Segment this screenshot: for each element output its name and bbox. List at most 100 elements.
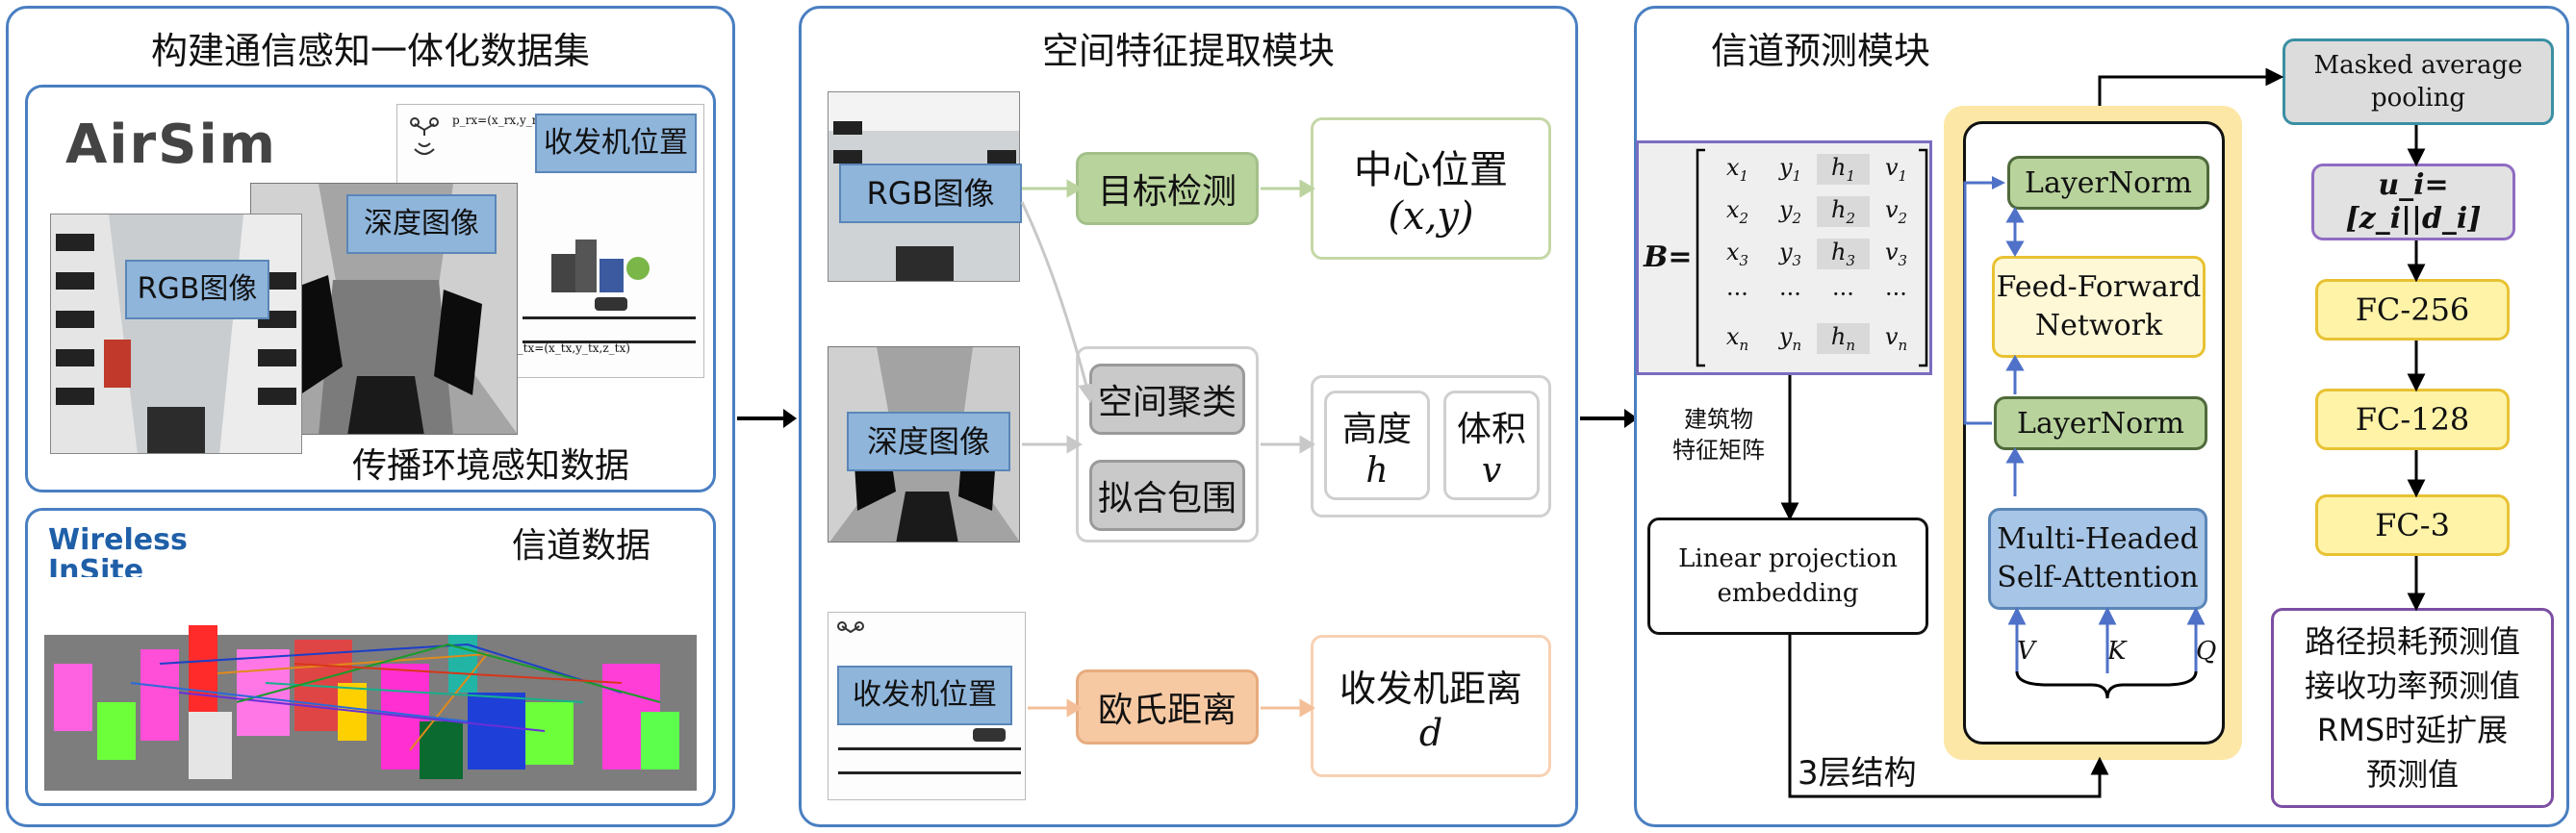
- depth-image-tag-panel2: 深度图像: [847, 412, 1010, 471]
- output-line2: 接收功率预测值: [2304, 668, 2520, 704]
- txrx-image2-drawing: [837, 621, 1021, 774]
- euclidean-distance-label: 欧氏距离: [1097, 691, 1237, 730]
- masked-pooling-box: Masked average pooling: [2283, 38, 2554, 125]
- wireless-logo-text: Wireless: [48, 523, 188, 557]
- self-attention-box: Multi-Headed Self-Attention: [1988, 508, 2207, 610]
- feature-flow-arrows: [1020, 179, 1315, 718]
- feature-matrix-caption: 建筑物 特征矩阵: [1657, 404, 1780, 466]
- matrix-cell: y1: [1778, 154, 1802, 185]
- txrx-distance-symbol: d: [1418, 711, 1443, 754]
- matrix-name: B=: [1644, 240, 1693, 274]
- feature-extraction-title: 空间特征提取模块: [1041, 30, 1335, 72]
- center-position-box: 中心位置 (x,y): [1311, 117, 1551, 260]
- feature-caption-line1: 建筑物: [1684, 406, 1753, 433]
- output-line1: 路径损耗预测值: [2304, 623, 2520, 660]
- rgb-image-tag-panel2: RGB图像: [839, 164, 1022, 223]
- matrix-cell: x1: [1725, 154, 1749, 185]
- fit-bounding-label: 拟合包围: [1097, 479, 1237, 518]
- spatial-clustering-box: 空间聚类: [1089, 364, 1245, 435]
- spatial-clustering-label: 空间聚类: [1097, 383, 1237, 422]
- center-position-symbol: (x,y): [1388, 194, 1474, 239]
- matrix-cell: h2: [1817, 196, 1870, 227]
- euclidean-distance-box: 欧氏距离: [1076, 669, 1259, 745]
- arrow-dataset-to-feature: [737, 409, 797, 428]
- u-formula-text: u_i=[z_i||d_i]: [2345, 168, 2482, 236]
- wireless-insite-scene: [44, 577, 697, 791]
- matrix-cell: y3: [1778, 239, 1802, 269]
- raytracing-scene-drawing: [44, 577, 697, 791]
- matrix-cell: yn: [1778, 323, 1802, 354]
- center-position-label: 中心位置: [1354, 148, 1508, 192]
- height-label: 高度: [1341, 409, 1412, 449]
- v-label: V: [2017, 637, 2035, 666]
- matrix-brackets: [1696, 148, 1928, 367]
- linear-projection-box: Linear projection embedding: [1647, 517, 1928, 635]
- layers-label: 3层结构: [1798, 754, 1917, 793]
- linear-projection-line1: Linear projection: [1678, 544, 1898, 573]
- height-symbol: h: [1365, 450, 1389, 491]
- ffn-line1: Feed-Forward: [1996, 270, 2202, 304]
- txrx-scene-drawing: [410, 117, 696, 343]
- txrx-position-tag: 收发机位置: [535, 114, 697, 173]
- txrx-distance-label: 收发机距离: [1339, 667, 1522, 710]
- layernorm-bottom: LayerNorm: [1994, 396, 2207, 450]
- feed-forward-box: Feed-Forward Network: [1992, 256, 2206, 358]
- matrix-cell: ···: [1832, 281, 1854, 308]
- matrix-cell: ···: [1885, 281, 1907, 308]
- airsim-logo: AirSim: [65, 114, 278, 176]
- feature-caption-line2: 特征矩阵: [1672, 437, 1765, 464]
- output-line4: 预测值: [2365, 756, 2459, 793]
- matrix-cell: x2: [1725, 196, 1749, 227]
- matrix-cell: h3: [1817, 239, 1870, 269]
- dataset-panel-title: 构建通信感知一体化数据集: [150, 30, 590, 72]
- height-box: 高度 h: [1324, 391, 1430, 500]
- arrow-feature-to-prediction: [1580, 409, 1638, 428]
- matrix-cell: h1: [1817, 154, 1870, 185]
- fc-3-box: FC-3: [2315, 494, 2510, 556]
- matrix-cell: v2: [1884, 196, 1908, 227]
- object-detection-box: 目标检测: [1076, 152, 1259, 225]
- matrix-name-letter: B: [1644, 240, 1669, 274]
- matrix-cell: ···: [1726, 281, 1748, 308]
- channel-prediction-title: 信道预测模块: [1710, 30, 1930, 72]
- object-detection-label: 目标检测: [1097, 172, 1237, 212]
- rgb-image-tag-panel1: RGB图像: [125, 260, 269, 319]
- output-line3: RMS时延扩展: [2316, 712, 2509, 748]
- matrix-cell: x3: [1725, 239, 1749, 269]
- mha-line1: Multi-Headed: [1997, 522, 2199, 556]
- k-label: K: [2107, 637, 2127, 666]
- fc-128-box: FC-128: [2315, 389, 2510, 450]
- volume-label: 体积: [1456, 409, 1526, 449]
- prediction-flow-arrows: [1780, 67, 2426, 798]
- matrix-cell: hn: [1817, 323, 1870, 354]
- fc-256-box: FC-256: [2315, 279, 2510, 341]
- matrix-cell: xn: [1725, 323, 1749, 354]
- pooling-line2: pooling: [2371, 84, 2465, 113]
- mha-line2: Self-Attention: [1997, 561, 2199, 594]
- env-perception-caption: 传播环境感知数据: [352, 446, 630, 486]
- layernorm-top: LayerNorm: [2007, 156, 2209, 210]
- volume-symbol: v: [1481, 450, 1502, 491]
- matrix-cell: vn: [1884, 323, 1908, 354]
- pooling-line1: Masked average: [2313, 51, 2523, 80]
- matrix-cell: v3: [1884, 239, 1908, 269]
- fit-bounding-box: 拟合包围: [1089, 460, 1245, 531]
- p-tx-small-text: p_tx=(x_tx,y_tx,z_tx): [510, 341, 630, 355]
- u-formula-box: u_i=[z_i||d_i]: [2311, 164, 2515, 240]
- channel-data-caption: 信道数据: [512, 526, 651, 566]
- ffn-line2: Network: [2034, 309, 2163, 342]
- depth-image-tag-panel1: 深度图像: [346, 194, 497, 254]
- rgb-image-panel1: [50, 214, 302, 454]
- rgb-image-drawing: [51, 215, 301, 453]
- matrix-cell: v1: [1884, 154, 1908, 185]
- matrix-cell: y2: [1778, 196, 1802, 227]
- txrx-tag-panel2: 收发机位置: [837, 666, 1012, 725]
- q-label: Q: [2196, 637, 2217, 666]
- txrx-distance-box: 收发机距离 d: [1311, 635, 1551, 777]
- wireless-insite-logo: Wireless InSite: [48, 525, 188, 587]
- feature-matrix-box: [1636, 140, 1932, 375]
- prediction-output-box: 路径损耗预测值 接收功率预测值 RMS时延扩展 预测值: [2271, 608, 2554, 808]
- matrix-cell: ···: [1779, 281, 1801, 308]
- linear-projection-line2: embedding: [1717, 579, 1859, 608]
